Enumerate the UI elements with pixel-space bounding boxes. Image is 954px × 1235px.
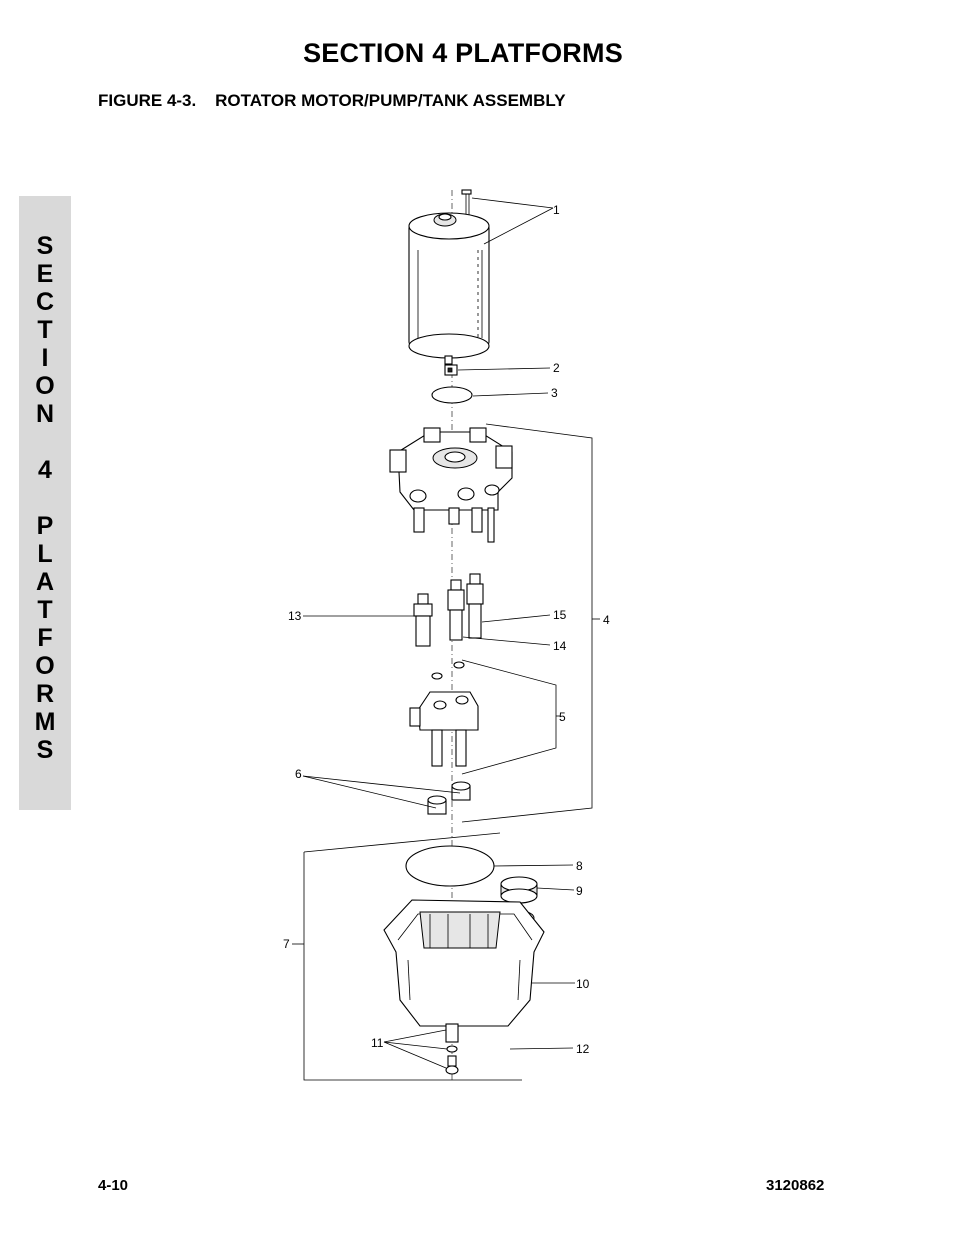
coupling-part bbox=[444, 364, 458, 376]
side-tab-letter: A bbox=[35, 568, 55, 596]
side-tab-letter: S bbox=[36, 232, 54, 260]
callout-3: 3 bbox=[551, 386, 558, 400]
side-tab-letter: F bbox=[37, 624, 53, 652]
side-tab-letter: I bbox=[41, 344, 49, 372]
callout-14: 14 bbox=[553, 639, 567, 653]
bracket-7 bbox=[303, 852, 522, 1081]
side-tab-letter: P bbox=[36, 512, 54, 540]
cartridge-part-14 bbox=[447, 579, 465, 641]
page-number: 4-10 bbox=[98, 1177, 129, 1194]
callout-2: 2 bbox=[553, 361, 560, 375]
side-tab-letter: S bbox=[36, 736, 54, 764]
bracket-4 bbox=[461, 423, 593, 823]
callout-15: 15 bbox=[553, 608, 567, 622]
side-tab-letter: C bbox=[35, 288, 55, 316]
pump-body-part bbox=[389, 427, 513, 543]
document-number: 3120862 bbox=[766, 1177, 825, 1194]
side-tab-letter: T bbox=[37, 596, 53, 624]
figure-title: FIGURE 4-3. ROTATOR MOTOR/PUMP/TANK ASSE… bbox=[98, 91, 566, 110]
fittings-parts-11-12 bbox=[445, 1023, 459, 1075]
cartridge-part-13 bbox=[413, 593, 433, 647]
callout-11: 11 bbox=[371, 1036, 384, 1050]
callout-12: 12 bbox=[576, 1042, 590, 1056]
section-title: SECTION 4 PLATFORMS bbox=[303, 38, 623, 68]
side-tab-letter: M bbox=[34, 708, 56, 736]
callout-7: 7 bbox=[283, 937, 290, 951]
gasket-part-8 bbox=[405, 845, 495, 887]
cartridge-part-15 bbox=[466, 573, 484, 639]
callout-9: 9 bbox=[576, 884, 583, 898]
callout-6: 6 bbox=[295, 767, 302, 781]
side-tab-letter: N bbox=[35, 400, 55, 428]
side-tab-letter: E bbox=[36, 260, 54, 288]
plug-parts-6 bbox=[427, 781, 471, 815]
callout-1: 1 bbox=[553, 203, 560, 217]
side-tab-letter: R bbox=[35, 680, 55, 708]
leader-lines bbox=[292, 197, 600, 1069]
callout-5: 5 bbox=[559, 710, 566, 724]
oring-part-3 bbox=[431, 386, 473, 404]
side-tab-letter: L bbox=[37, 540, 53, 568]
motor-part bbox=[408, 189, 490, 365]
side-tab-letter: O bbox=[35, 652, 55, 680]
side-tab-letter: T bbox=[37, 316, 53, 344]
callout-8: 8 bbox=[576, 859, 583, 873]
reservoir-tank-part-10 bbox=[383, 899, 545, 1027]
side-tab-letter: 4 bbox=[38, 456, 52, 484]
side-tab-letter: O bbox=[35, 372, 55, 400]
valve-block-part bbox=[409, 661, 479, 767]
callout-4: 4 bbox=[603, 613, 610, 627]
callout-13: 13 bbox=[288, 609, 302, 623]
callout-10: 10 bbox=[576, 977, 590, 991]
